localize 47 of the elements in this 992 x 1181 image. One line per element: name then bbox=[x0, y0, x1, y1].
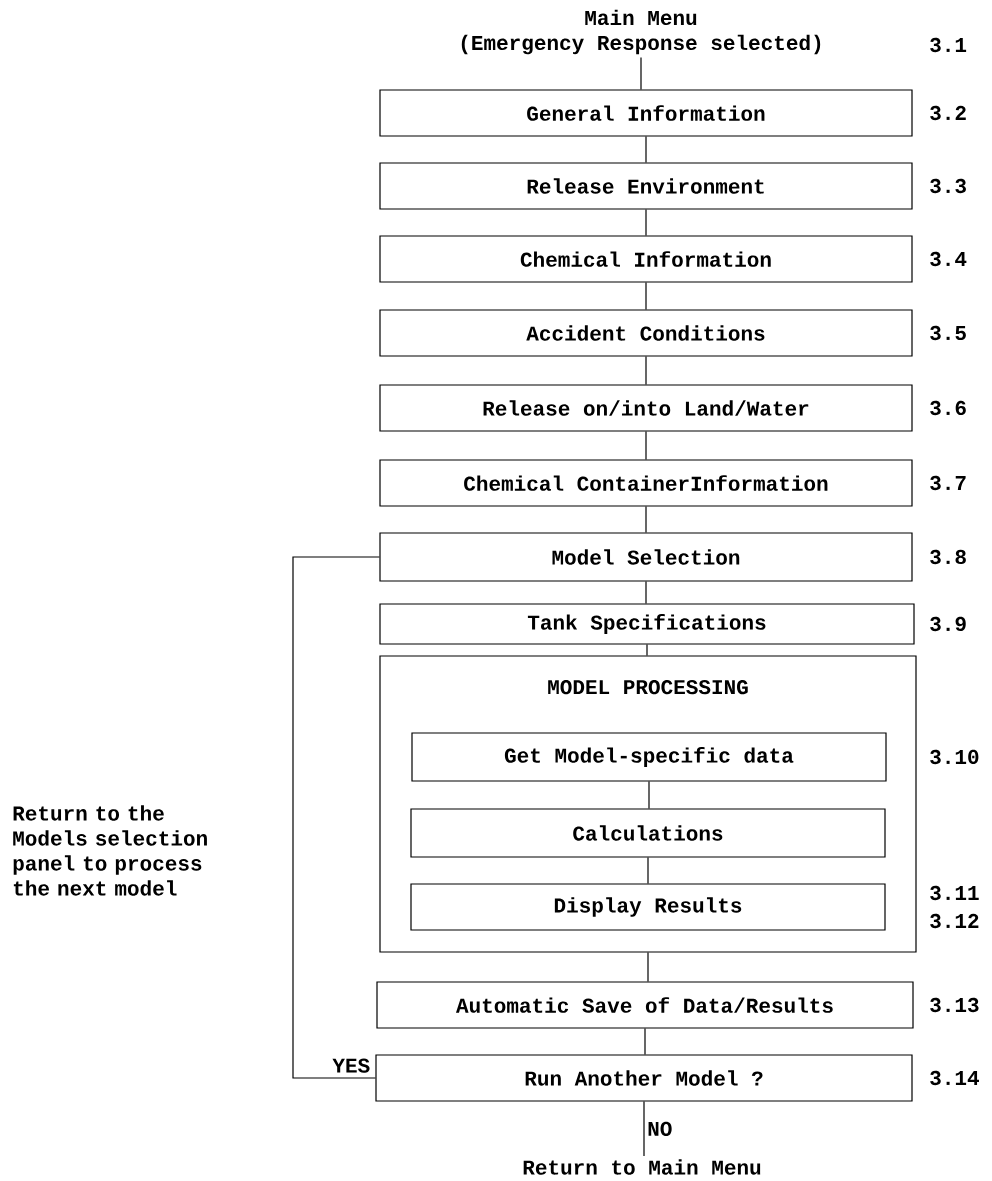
process-box: Run Another Model ? bbox=[375, 1054, 913, 1102]
process-box: Automatic Save of Data/Results bbox=[376, 981, 914, 1029]
step-number: 3.4 bbox=[930, 251, 967, 267]
step-number: 3.6 bbox=[930, 400, 966, 416]
process-box: Calculations bbox=[410, 808, 886, 858]
process-box: Tank Specifications bbox=[379, 603, 915, 645]
connector-line bbox=[648, 781, 650, 809]
connector-line bbox=[292, 556, 380, 1079]
process-box: Release on/into Land/Water bbox=[379, 384, 913, 432]
process-box: Get Model-specific data bbox=[411, 732, 887, 782]
connector-line bbox=[645, 431, 647, 460]
process-box: Model Selection bbox=[379, 532, 913, 582]
process-box: Display Results bbox=[410, 883, 886, 931]
connector-line bbox=[645, 209, 647, 236]
connector-line bbox=[647, 857, 649, 884]
step-number: 3.9 bbox=[930, 616, 966, 632]
step-number: 3.10 bbox=[930, 749, 979, 765]
edge-label: NO bbox=[646, 1120, 674, 1137]
step-number: 3.8 bbox=[930, 549, 966, 565]
step-number: 3.5 bbox=[930, 325, 966, 341]
connector-line bbox=[645, 506, 647, 533]
process-box: Chemical ContainerInformation bbox=[379, 459, 913, 507]
connector-line bbox=[643, 1101, 645, 1157]
edge-label: YES bbox=[331, 1057, 372, 1074]
step-number: 3.13 bbox=[930, 997, 979, 1013]
note-text: Return to the Models selection panel to process the next model bbox=[13, 805, 207, 896]
step-number: 3.1 bbox=[930, 37, 967, 53]
step-number: 3.14 bbox=[930, 1070, 979, 1086]
process-box: Release Environment bbox=[379, 162, 913, 210]
connector-line bbox=[644, 1028, 646, 1055]
end-text: Return to Main Menu bbox=[523, 1159, 761, 1175]
step-number: 3.12 bbox=[930, 913, 979, 929]
process-box: Accident Conditions bbox=[379, 309, 913, 357]
connector-line bbox=[646, 644, 648, 656]
step-number: 3.2 bbox=[930, 105, 966, 121]
connector-line bbox=[645, 136, 647, 163]
menu-heading: Main Menu (Emergency Response selected) bbox=[461, 9, 821, 55]
connector-line bbox=[647, 952, 649, 982]
step-number: 3.11 bbox=[930, 885, 979, 901]
connector-line bbox=[645, 282, 647, 310]
connector-line bbox=[645, 356, 647, 385]
connector-line bbox=[640, 56, 642, 90]
connector-line bbox=[645, 581, 647, 604]
step-number: 3.3 bbox=[930, 178, 966, 194]
process-box: General Information bbox=[379, 89, 913, 137]
step-number: 3.7 bbox=[930, 475, 966, 491]
process-box: Chemical Information bbox=[379, 235, 913, 283]
